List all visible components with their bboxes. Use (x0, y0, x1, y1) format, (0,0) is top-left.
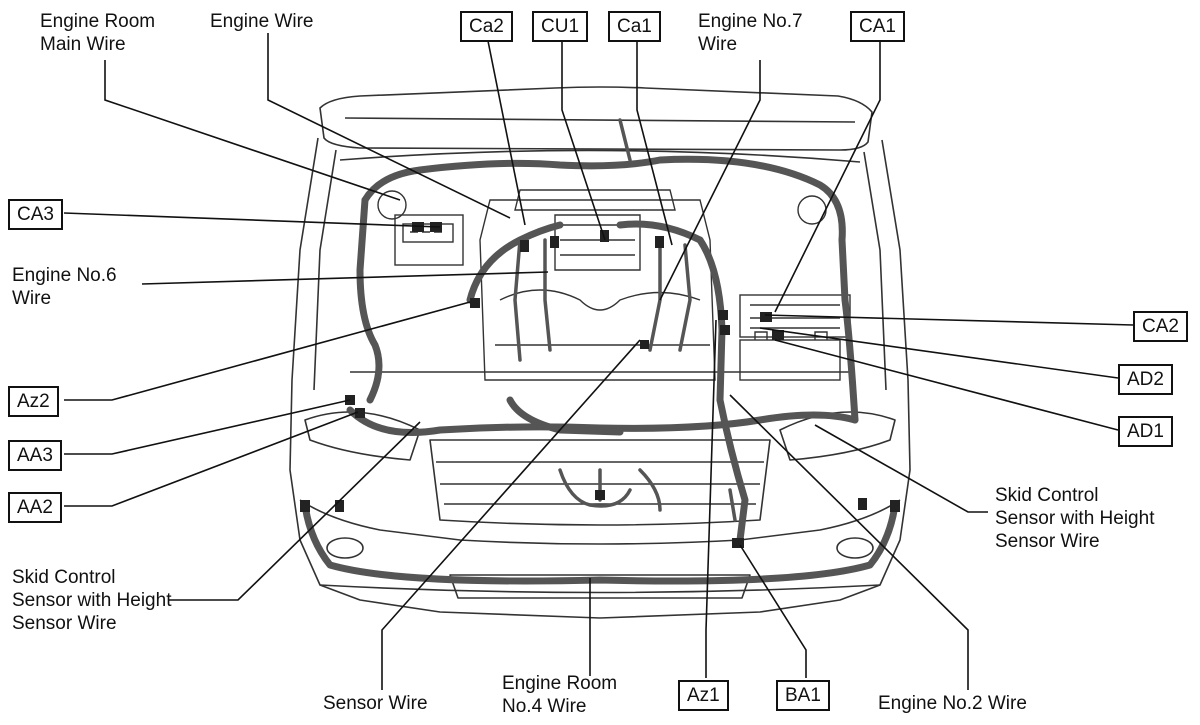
label-line: Engine Room (502, 673, 618, 694)
connector-ca3: CA3 (8, 199, 63, 230)
label-engine-no2-wire: Engine No.2 Wire (878, 692, 1027, 715)
leader-ca2-top (487, 40, 526, 226)
connector-ca2-top: Ca2 (460, 11, 513, 42)
connector-ad1: AD1 (1118, 416, 1173, 447)
connector-az1: Az1 (678, 680, 729, 711)
leader-lines (63, 33, 1134, 690)
label-line: Skid Control (995, 485, 1099, 506)
leader-skid-left (168, 421, 421, 601)
label-line: Wire (12, 288, 52, 309)
leader-ca1-top (636, 41, 673, 246)
wire-harnesses (301, 155, 899, 585)
leader-ca1-right (774, 41, 881, 313)
label-line: Sensor Wire (323, 693, 428, 714)
label-engine-wire: Engine Wire (210, 10, 314, 33)
leader-ba1 (739, 544, 807, 678)
connector-ad2: AD2 (1118, 364, 1173, 395)
leader-engine-no7-wire (659, 60, 761, 301)
label-line: Wire (698, 34, 738, 55)
leader-ad1 (774, 339, 1119, 431)
leader-skid-right (814, 424, 988, 513)
leader-engine-no2-wire (729, 394, 969, 690)
leader-aa3 (64, 399, 351, 455)
leader-sensor-wire (381, 339, 641, 690)
leader-ad2 (759, 327, 1119, 379)
label-engine-no6-wire: Engine No.6 Wire (12, 264, 117, 310)
label-line: Skid Control (12, 567, 116, 588)
connector-ca1-right: CA1 (850, 11, 905, 42)
label-engine-no7-wire: Engine No.7 Wire (698, 10, 803, 56)
label-skid-control-right: Skid Control Sensor with Height Sensor W… (995, 484, 1154, 553)
label-line: Engine Room (40, 11, 156, 32)
label-engine-room-no4-wire: Engine Room No.4 Wire (502, 672, 617, 718)
label-sensor-wire: Sensor Wire (323, 692, 428, 715)
leader-engine-no6-wire (141, 271, 549, 285)
leader-engine-wire (267, 33, 511, 219)
leader-cu1 (561, 41, 606, 241)
label-skid-control-left: Skid Control Sensor with Height Sensor W… (12, 566, 171, 635)
wire-branches (513, 118, 737, 522)
connector-ca1-top: Ca1 (608, 11, 661, 42)
leader-ca2-right (764, 314, 1134, 326)
label-line: Sensor with Height (995, 508, 1155, 529)
connector-ba1: BA1 (776, 680, 830, 711)
connector-ca2-right: CA2 (1133, 311, 1188, 342)
label-line: No.4 Wire (502, 696, 587, 717)
engine-components (377, 189, 851, 381)
vehicle-body (289, 86, 911, 619)
label-line: Sensor Wire (995, 531, 1100, 552)
leader-aa2 (64, 411, 359, 507)
label-line: Sensor with Height (12, 590, 172, 611)
connector-az2: Az2 (8, 386, 59, 417)
connector-aa2: AA2 (8, 492, 62, 523)
label-line: Engine Wire (210, 11, 314, 32)
label-line: Sensor Wire (12, 613, 117, 634)
leader-engine-room-main-wire (104, 60, 401, 201)
label-line: Engine No.7 (698, 11, 803, 32)
connector-aa3: AA3 (8, 440, 62, 471)
label-line: Main Wire (40, 34, 126, 55)
label-line: Engine No.2 Wire (878, 693, 1027, 714)
label-engine-room-main-wire: Engine Room Main Wire (40, 10, 155, 56)
label-line: Engine No.6 (12, 265, 117, 286)
leader-ca3 (63, 212, 441, 228)
leader-az1 (705, 319, 717, 678)
leader-az2 (64, 301, 471, 401)
connector-cu1: CU1 (532, 11, 589, 42)
